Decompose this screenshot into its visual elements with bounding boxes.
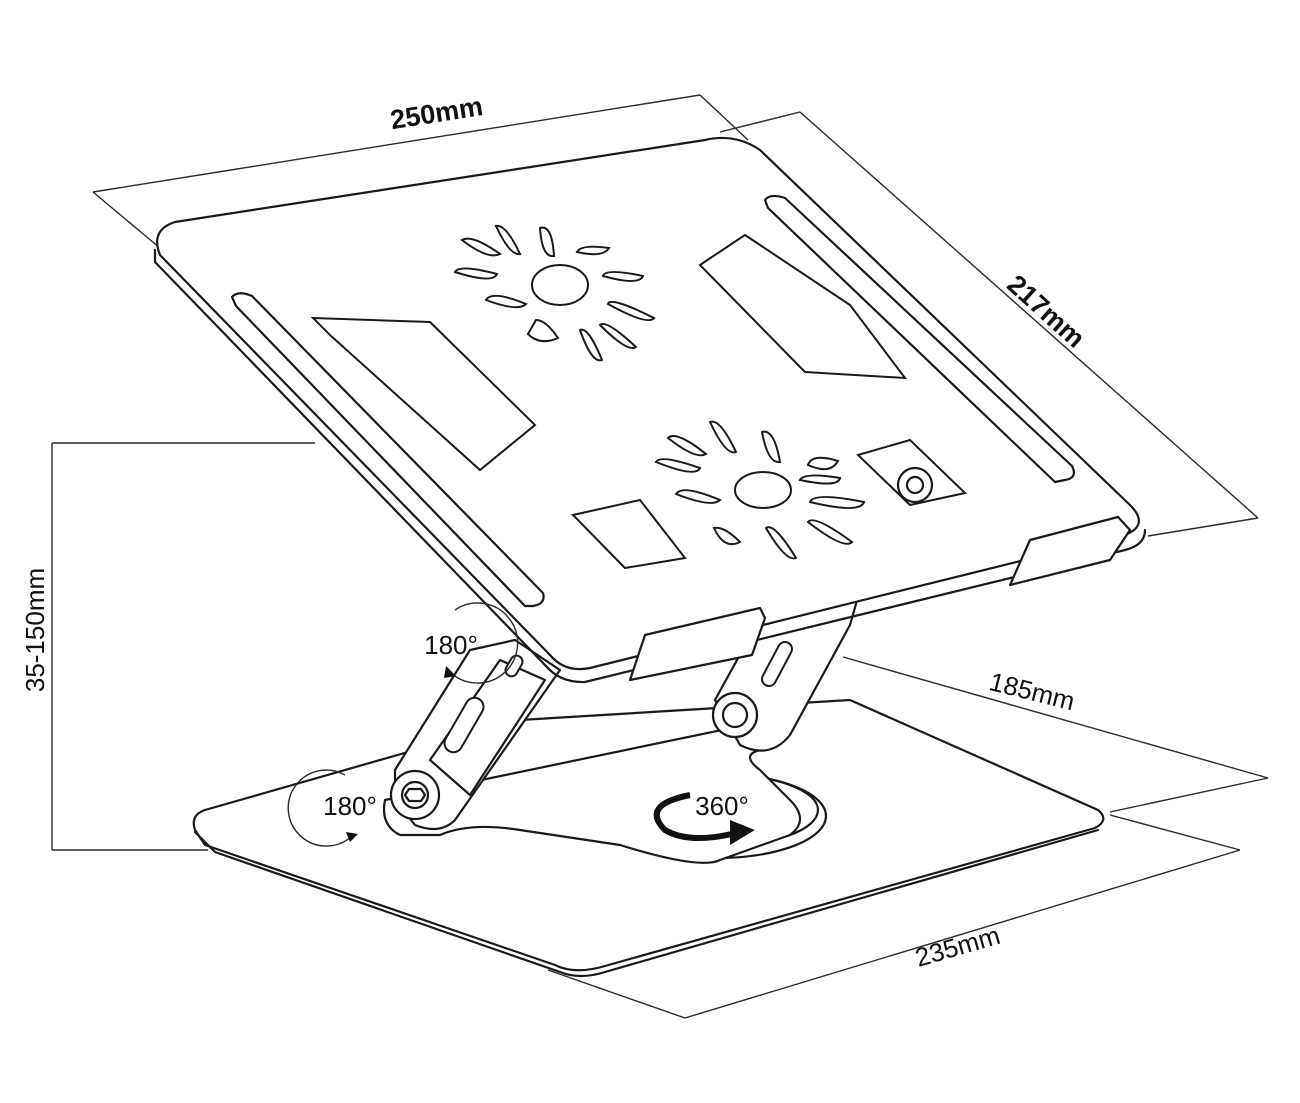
laptop-tray [153, 136, 1147, 684]
width-dimension-label: 250mm [388, 91, 485, 135]
lower-hinge-rotation-label: 180° [323, 791, 377, 821]
tray-lip-left [628, 606, 767, 682]
rotation-arrow-swivel [653, 792, 755, 845]
lower-fan-vents [654, 420, 866, 560]
tray-window-right [698, 233, 908, 380]
right-rail [763, 194, 1075, 484]
height-dimension-label: 35-150mm [20, 568, 50, 692]
base-width-dimension-label: 235mm [912, 920, 1004, 973]
front-hinge-bolt [389, 769, 441, 821]
rotation-arrow-upper [444, 602, 519, 684]
tray-window-left [310, 316, 537, 472]
tray-slot-front [571, 498, 687, 570]
upper-hinge-rotation-label: 180° [424, 630, 478, 660]
upper-fan-vents [453, 224, 656, 362]
tray-lock-knob [896, 466, 934, 504]
dimension-lines [51, 94, 1269, 1019]
swivel-rotation-label: 360° [695, 791, 749, 821]
rotation-arrow-lower [287, 769, 358, 847]
tray-lip-right [1008, 515, 1132, 587]
depth-dimension-label: 217mm [1001, 269, 1090, 354]
rear-hinge-bolt [711, 691, 759, 739]
support-arms [389, 588, 862, 831]
left-rail [230, 292, 545, 608]
base-depth-dimension-label: 185mm [986, 666, 1077, 716]
